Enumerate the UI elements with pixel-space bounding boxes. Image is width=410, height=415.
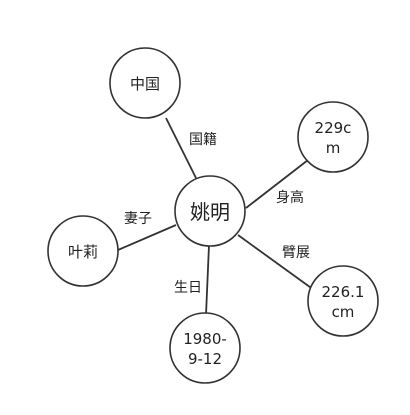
edge-armspan: [237, 234, 315, 291]
edge-height: [245, 159, 309, 209]
relation-label-wife: 妻子: [124, 211, 152, 227]
edge-wife: [117, 224, 177, 251]
edge-labels: 国籍 身高 妻子 臂展 生日: [124, 131, 310, 296]
relation-label-birthday: 生日: [174, 280, 202, 296]
node-wife-label: 叶莉: [68, 243, 98, 261]
node-height-label-line1: 229c: [315, 119, 352, 137]
edge-birthday: [205, 244, 210, 316]
relation-label-height: 身高: [276, 189, 304, 206]
node-birthday-label-line2: 9-12: [188, 350, 222, 368]
relation-label-china: 国籍: [189, 131, 217, 148]
node-center[interactable]: 姚明: [174, 175, 246, 247]
node-armspan[interactable]: 226.1 cm: [307, 265, 379, 337]
node-height[interactable]: 229c m: [297, 101, 369, 173]
node-center-label: 姚明: [190, 200, 230, 224]
relation-label-armspan: 臂展: [282, 245, 310, 261]
node-birthday[interactable]: 1980- 9-12: [169, 312, 241, 384]
node-wife[interactable]: 叶莉: [47, 215, 119, 287]
node-china-label: 中国: [130, 75, 160, 93]
node-armspan-label-line2: cm: [332, 303, 355, 321]
node-height-label-line2: m: [326, 139, 341, 157]
node-armspan-label-line1: 226.1: [322, 283, 365, 301]
edges: [117, 117, 315, 316]
node-china[interactable]: 中国: [109, 47, 181, 119]
edge-china: [165, 117, 197, 179]
node-birthday-label-line1: 1980-: [183, 330, 227, 348]
